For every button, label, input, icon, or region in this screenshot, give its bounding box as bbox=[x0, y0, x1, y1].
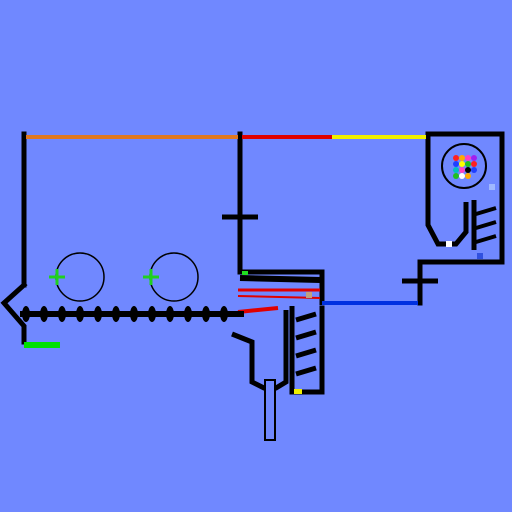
funnel-yellow-led bbox=[294, 389, 302, 394]
conveyor-link bbox=[58, 306, 66, 322]
funnel-baffle-1 bbox=[295, 311, 317, 323]
ball bbox=[465, 167, 471, 173]
chamber-green-led bbox=[242, 271, 248, 275]
funnel-right-box bbox=[289, 306, 325, 395]
crossbars bbox=[222, 214, 438, 300]
conveyor-links bbox=[22, 306, 228, 322]
funnel-machine bbox=[231, 306, 325, 441]
conveyor bbox=[20, 306, 244, 322]
ball bbox=[471, 155, 477, 161]
ball bbox=[471, 161, 477, 167]
chamber-rails bbox=[237, 271, 321, 314]
chamber-red-rail-lower bbox=[237, 306, 279, 314]
funnel-baffle-4 bbox=[295, 365, 317, 377]
ball bbox=[459, 155, 465, 161]
outer-walls bbox=[0, 131, 505, 345]
conveyor-link bbox=[220, 306, 228, 322]
ball-hopper bbox=[441, 143, 495, 259]
conveyor-link bbox=[130, 306, 138, 322]
ball bbox=[453, 161, 459, 167]
wheels bbox=[49, 252, 199, 302]
funnel-pipe bbox=[264, 379, 276, 441]
conveyor-link bbox=[148, 306, 156, 322]
ball bbox=[465, 155, 471, 161]
chute-white-led bbox=[446, 241, 452, 247]
ball bbox=[453, 167, 459, 173]
funnel-baffle-3 bbox=[295, 347, 317, 359]
hopper-dial bbox=[441, 143, 487, 189]
conveyor-link bbox=[76, 306, 84, 322]
plus-marker-left bbox=[49, 269, 65, 285]
ball bbox=[465, 173, 471, 179]
ball bbox=[465, 161, 471, 167]
conveyor-link bbox=[112, 306, 120, 322]
conveyor-link bbox=[94, 306, 102, 322]
hopper-sensor-bottom bbox=[477, 253, 483, 259]
ball bbox=[471, 167, 477, 173]
conveyor-link bbox=[184, 306, 192, 322]
ball bbox=[453, 155, 459, 161]
plus-marker-right bbox=[143, 269, 159, 285]
conveyor-link bbox=[166, 306, 174, 322]
chute-baffle-1 bbox=[475, 206, 497, 216]
ball bbox=[459, 161, 465, 167]
ball bbox=[459, 173, 465, 179]
hopper-sensor-top bbox=[489, 184, 495, 190]
left-notch-wall bbox=[0, 281, 28, 345]
chute-baffle-3 bbox=[475, 234, 497, 244]
conveyor-link bbox=[40, 306, 48, 322]
ball bbox=[459, 167, 465, 173]
ball bbox=[453, 173, 459, 179]
chamber-top-beam bbox=[239, 275, 321, 283]
chamber-sensor bbox=[306, 292, 312, 298]
conveyor-link bbox=[202, 306, 210, 322]
conveyor-link bbox=[22, 306, 30, 322]
ball-cluster bbox=[453, 155, 477, 179]
funnel-baffle-2 bbox=[295, 329, 317, 341]
hopper-chute bbox=[425, 200, 497, 250]
chute-baffle-2 bbox=[475, 220, 497, 230]
